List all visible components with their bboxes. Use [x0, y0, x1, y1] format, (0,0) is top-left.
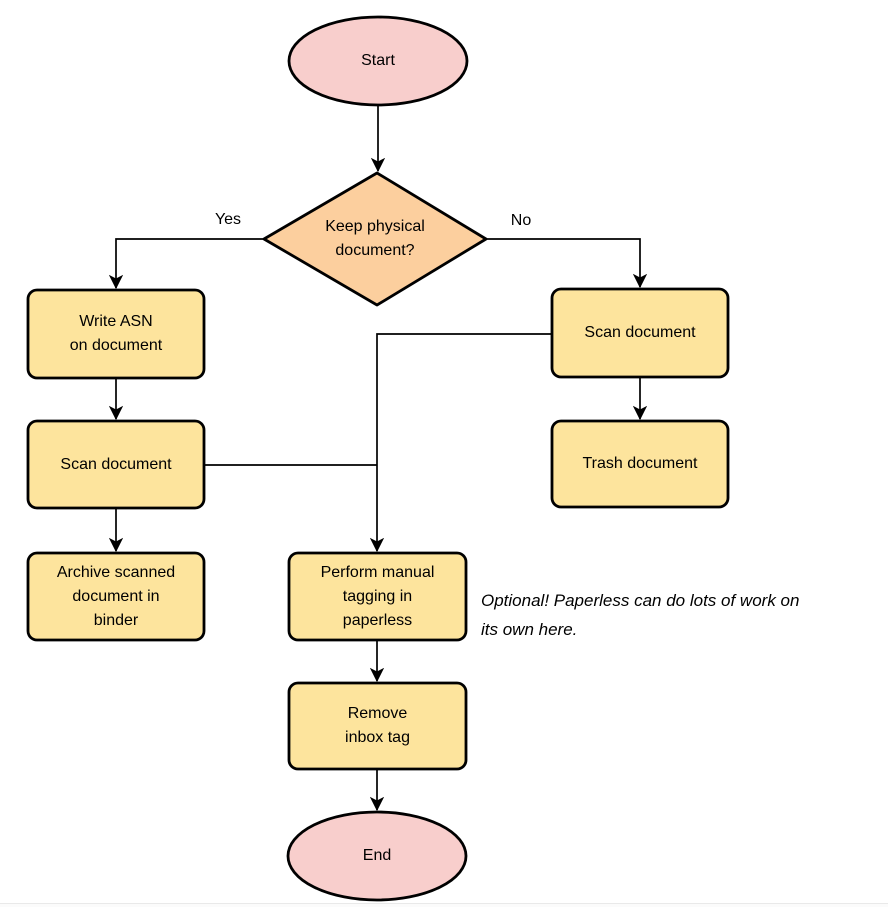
decision-node	[262, 171, 488, 307]
edge-scanright-to-tagging	[369, 333, 552, 553]
bottom-edge-divider	[0, 903, 888, 907]
remove-inbox-tag-node	[287, 681, 468, 771]
trash-document-node	[550, 419, 730, 509]
optional-annotation: Optional! Paperless can do lots of work …	[481, 591, 800, 639]
edge-decision-no	[486, 238, 648, 289]
start-node	[287, 15, 469, 107]
scan-document-left-node	[26, 419, 206, 510]
archive-node	[26, 551, 206, 642]
manual-tagging-node	[287, 551, 468, 642]
scan-document-right-node	[550, 287, 730, 379]
edge-decision-yes	[108, 238, 264, 290]
end-node	[286, 810, 468, 902]
write-asn-node	[26, 288, 206, 380]
